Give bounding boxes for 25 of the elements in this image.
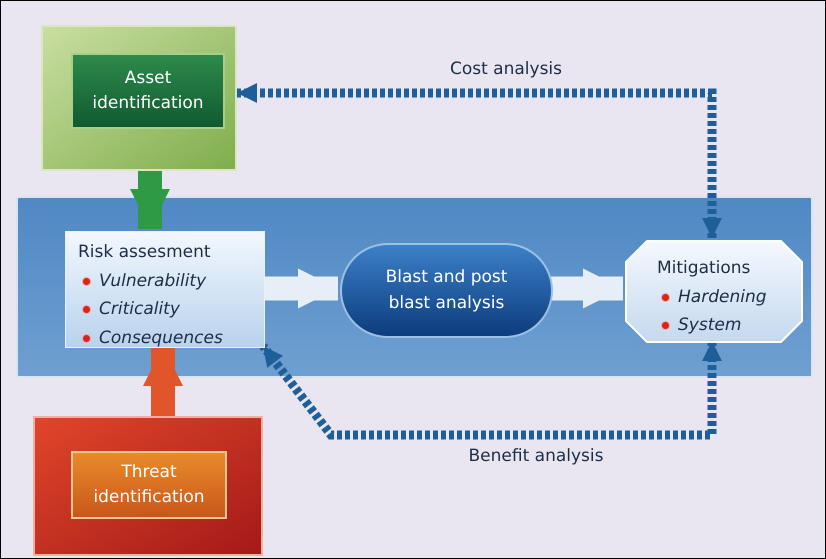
arrow [130, 171, 170, 229]
edge-label: Benefit analysis [468, 445, 604, 468]
frame-box [33, 416, 263, 556]
arrow [263, 268, 338, 308]
node-label: Blast and post blast analysis [384, 266, 508, 314]
bullet-text: Vulnerability [99, 270, 206, 292]
node-label: Asset identification [91, 66, 205, 115]
arrow [143, 346, 183, 416]
process-box [65, 231, 265, 348]
bullet-text: Hardening [678, 286, 767, 308]
node-label: Threat identification [92, 460, 206, 509]
band [16, 196, 813, 378]
bullet-text: Consequences [99, 326, 223, 350]
edge-label: Cost analysis [450, 58, 562, 81]
process-box [71, 53, 225, 129]
bullet-text: System [678, 314, 742, 337]
frame-box [41, 25, 237, 171]
arrow [259, 341, 722, 440]
process-octagon [625, 240, 803, 343]
arrow [551, 268, 623, 308]
arrow [237, 83, 722, 238]
bullet-text: Criticality [99, 298, 180, 321]
process-box [71, 451, 227, 519]
node-heading: Mitigations [657, 257, 752, 280]
node-heading: Risk assesment [78, 241, 212, 264]
